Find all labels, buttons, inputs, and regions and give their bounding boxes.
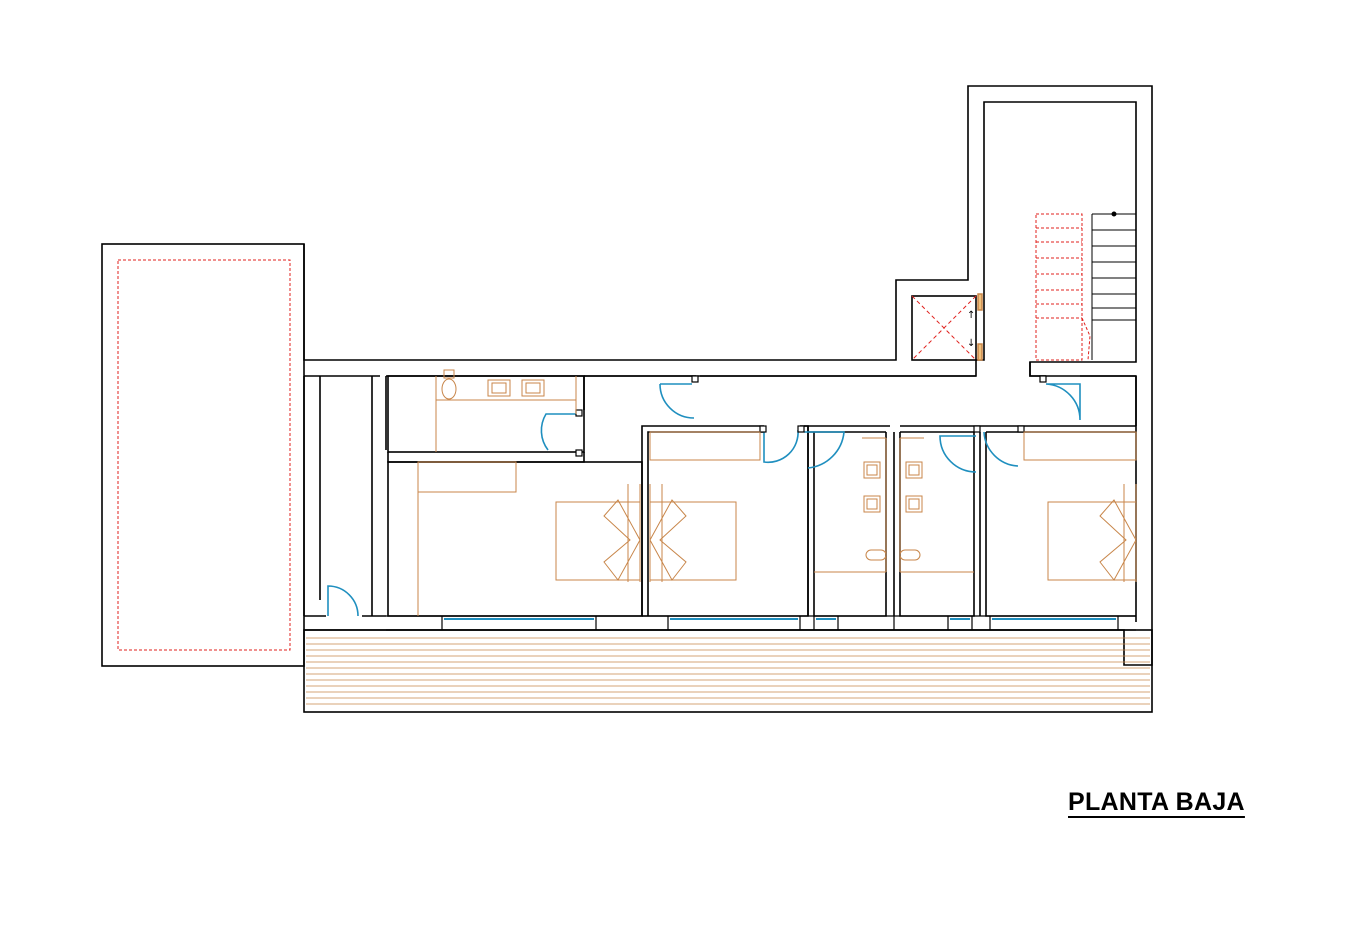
bathroom-2-fixtures: [814, 437, 887, 573]
terrace-decking: [306, 637, 1150, 705]
bedroom-3-door: [983, 431, 1019, 467]
door-swings: [327, 383, 1081, 617]
bathroom-1-door: [540, 413, 578, 451]
corridor-wall-bottom: [583, 375, 976, 410]
pool-outer-wall: [101, 243, 305, 667]
bedroom-3-furniture: [1023, 431, 1137, 582]
pool-dashed-outline: [117, 259, 291, 651]
terrace: [303, 629, 1153, 713]
elevator-shaft: [911, 295, 977, 361]
staircase-upper-dashed: [1035, 213, 1091, 361]
staircase: [1091, 211, 1136, 360]
bathroom-2: [807, 426, 887, 617]
corridor-door: [659, 383, 695, 419]
bedroom-1: [387, 461, 643, 617]
drawing-title: PLANTA BAJA: [1068, 788, 1245, 816]
outer-wall: [303, 85, 1153, 666]
bathroom-1-fixtures: [435, 369, 577, 452]
bathroom-2-door: [804, 431, 845, 469]
bedroom-2-door: [763, 429, 799, 464]
outer-wall-inner: [304, 101, 1137, 622]
door-jambs: [575, 375, 1047, 457]
bedroom-2-furniture: [649, 431, 761, 582]
bathroom-3-door: [939, 435, 977, 473]
elevator-cross: [911, 295, 977, 361]
bedroom-2: [641, 425, 809, 617]
bathroom-1: [387, 375, 585, 453]
bathroom-3-fixtures: [899, 437, 974, 573]
bedroom-1-furniture: [417, 461, 641, 616]
corridor-right-door: [1045, 383, 1081, 421]
entry-door: [327, 585, 359, 617]
walls: [101, 85, 1153, 713]
arrow-down-glyph: ↓: [967, 338, 975, 349]
bathroom-1-wall: [387, 452, 585, 463]
window-sills: [386, 615, 1136, 631]
bathroom-3: [893, 432, 981, 617]
left-corridor-wall: [303, 376, 387, 616]
bedroom-3: [980, 425, 1136, 617]
arrow-up-glyph: ↑: [967, 310, 975, 321]
elevator-doors: [977, 293, 983, 361]
